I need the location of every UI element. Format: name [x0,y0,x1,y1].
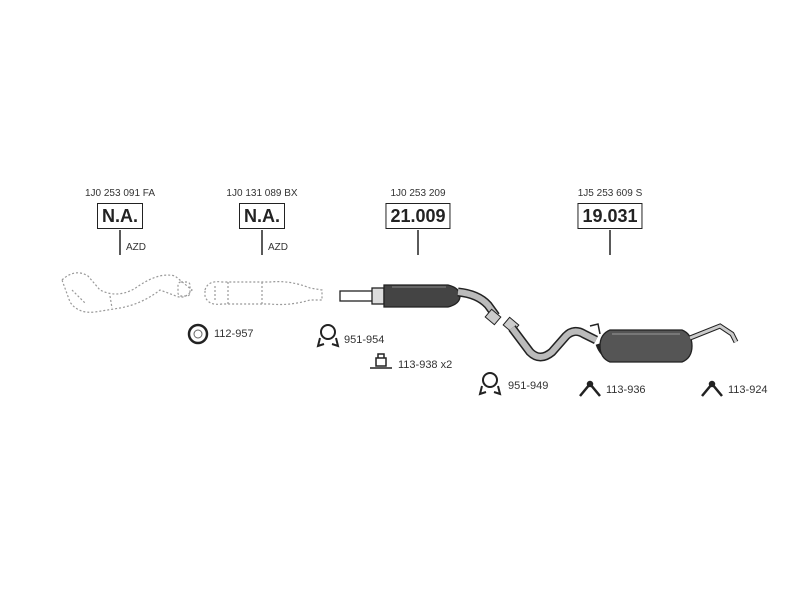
part-reference[interactable]: N.A. [239,203,285,229]
accessory-label[interactable]: 113-924 [728,384,768,396]
rubber-hanger-icon [579,380,601,397]
accessory-label[interactable]: 113-936 [606,384,646,396]
part-reference[interactable]: 21.009 [385,203,451,229]
oem-number: 1J5 253 609 S [577,188,643,199]
accessory-label[interactable]: 951-949 [508,380,549,392]
center-silencer [339,284,502,326]
accessory-label[interactable]: 112-957 [214,328,254,340]
engine-code: AZD [268,242,288,253]
mounting-bracket-icon [370,353,392,369]
gasket-ring-icon [187,323,209,345]
accessory-label[interactable]: 951-954 [344,334,385,346]
part-reference[interactable]: 19.031 [577,203,643,229]
engine-code: AZD [126,242,146,253]
oem-number: 1J0 253 209 [390,188,446,199]
rear-silencer [502,316,739,363]
clamp-icon [316,324,340,348]
clamp-icon [478,372,502,396]
oem-number: 1J0 253 091 FA [84,188,156,199]
front-pipe-na [61,272,193,313]
accessory-label[interactable]: 113-938 x2 [398,359,453,371]
catalytic-converter-na [204,281,323,306]
rubber-hanger-icon [701,380,723,397]
oem-number: 1J0 131 089 BX [226,188,298,199]
part-reference[interactable]: N.A. [97,203,143,229]
